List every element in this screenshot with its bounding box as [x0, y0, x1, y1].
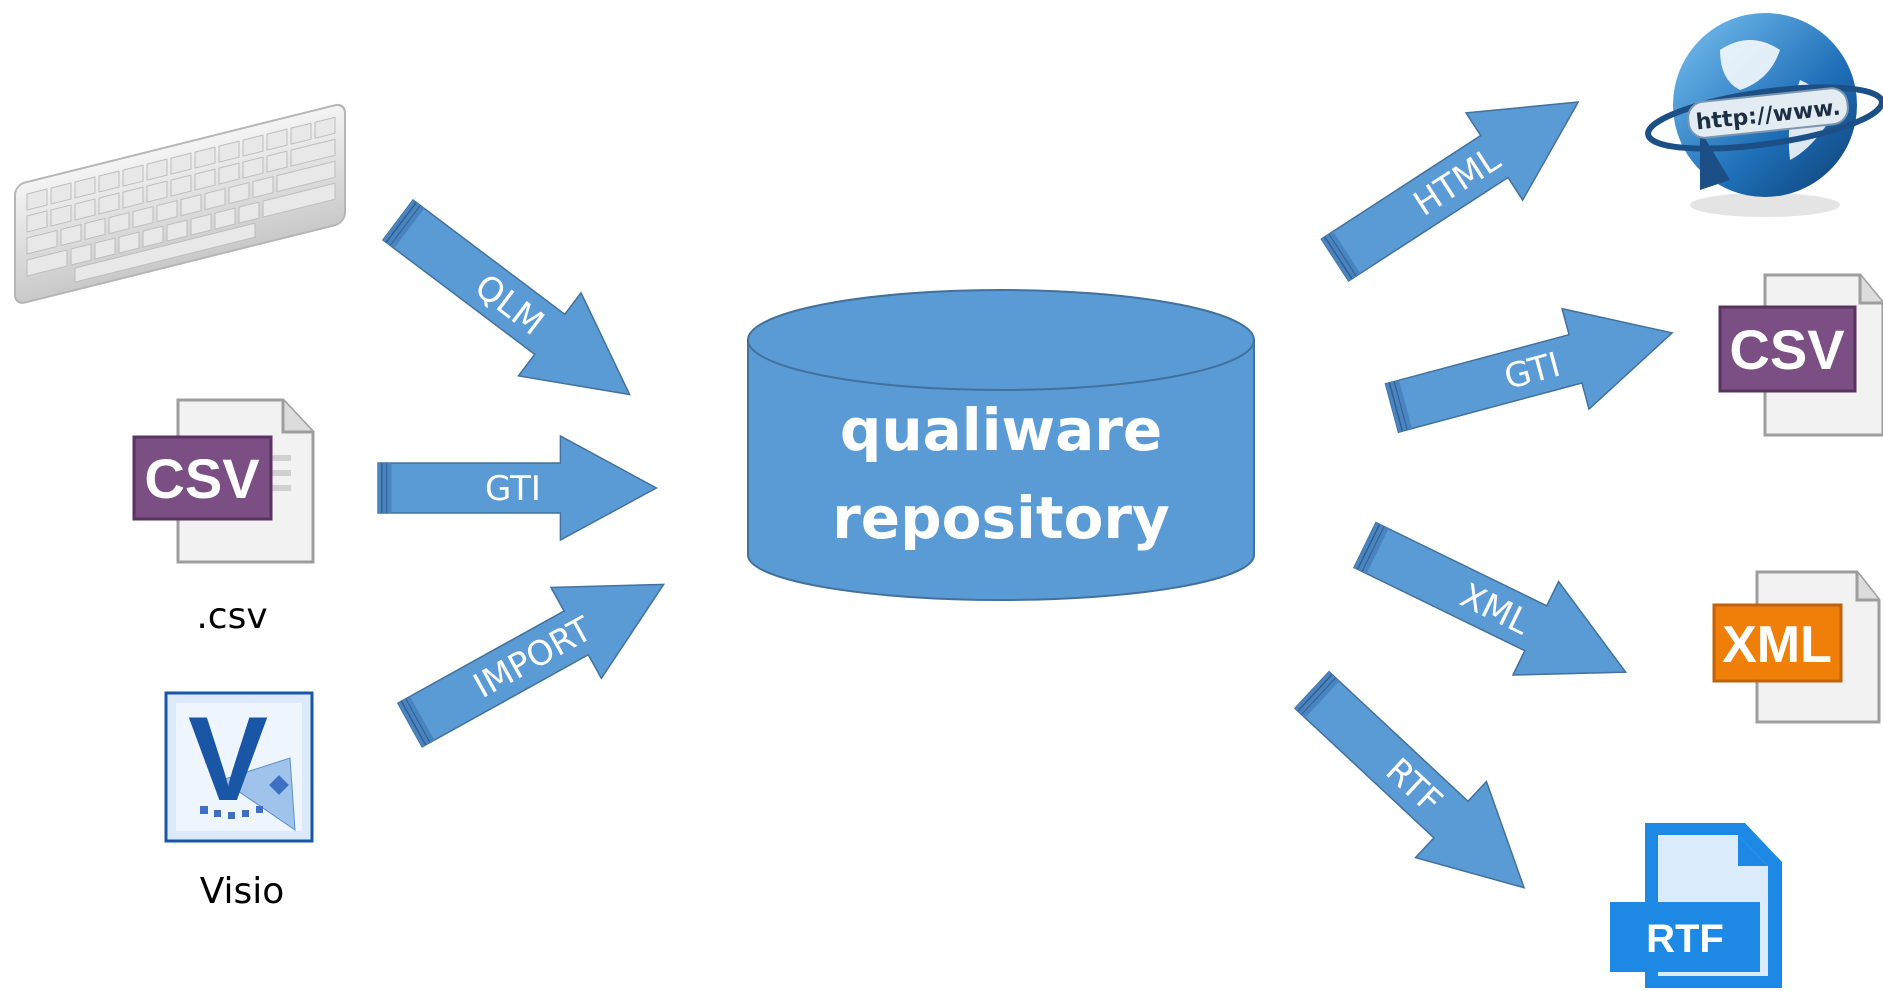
- gti-input-arrow-label: GTI: [485, 469, 541, 509]
- xml-badge-text: XML: [1722, 616, 1832, 674]
- csv-badge: CSV: [132, 435, 273, 521]
- html-arrow: HTML: [1305, 57, 1608, 305]
- xml-arrow: XML: [1341, 497, 1650, 720]
- repository-cylinder: qualiware repository: [747, 289, 1255, 601]
- xml-badge: XML: [1712, 603, 1843, 683]
- repository-title-line2: repository: [832, 484, 1170, 552]
- import-arrow: IMPORT: [384, 538, 690, 772]
- qlm-arrow: QLM: [365, 177, 662, 437]
- visio-caption: Visio: [200, 871, 285, 912]
- gti-output-arrow: GTI: [1377, 281, 1687, 459]
- csv-caption: .csv: [196, 596, 267, 637]
- visio-icon: V: [164, 691, 314, 843]
- globe-icon: http://www.: [1645, 13, 1883, 217]
- rtf-badge-text: RTF: [1646, 917, 1724, 961]
- csv-output-badge-text: CSV: [1729, 318, 1844, 381]
- csv-badge-text: CSV: [144, 447, 259, 510]
- visio-letter: V: [188, 692, 268, 826]
- gti-input-arrow: GTI: [377, 435, 658, 541]
- csv-output-badge: CSV: [1718, 305, 1857, 393]
- rtf-arrow: RTF: [1275, 651, 1561, 927]
- keyboard-icon: [14, 103, 346, 304]
- repository-title-line1: qualiware: [840, 396, 1162, 464]
- rtf-file-icon: RTF: [1610, 823, 1782, 988]
